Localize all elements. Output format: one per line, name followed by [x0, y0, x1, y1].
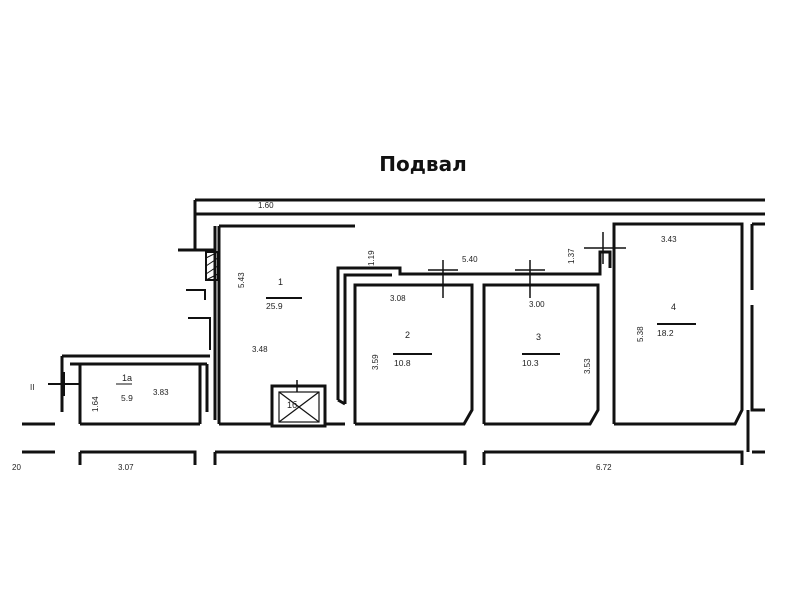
dim-672: 6.72: [596, 463, 612, 472]
dim-164: 1.64: [91, 396, 100, 412]
dim-343: 3.43: [661, 235, 677, 244]
room-3-number: 3: [536, 332, 541, 342]
room-2: [353, 283, 474, 426]
dim-543: 5.43: [237, 272, 246, 288]
dim-307: 3.07: [118, 463, 134, 472]
dim-20: 20: [12, 463, 21, 472]
room-4: [612, 222, 765, 426]
outer-walls: [178, 198, 765, 424]
door-2: [428, 260, 458, 298]
dim-383: 3.83: [153, 388, 169, 397]
dim-348: 3.48: [252, 345, 268, 354]
door-4: [584, 232, 626, 264]
room-1: [219, 398, 346, 426]
dim-353: 3.53: [583, 358, 592, 374]
dim-540: 5.40: [462, 255, 478, 264]
door-3: [515, 260, 545, 298]
dim-359: 3.59: [371, 354, 380, 370]
door-1a: [48, 372, 80, 396]
room-4-number: 4: [671, 302, 676, 312]
room-1a-number: 1a: [122, 373, 132, 383]
hatch-detail: [186, 251, 219, 350]
dim-top-small: 1.60: [258, 201, 274, 210]
room-1-area: 25.9: [266, 301, 283, 311]
room-1a: [60, 354, 210, 426]
dim-538: 5.38: [636, 326, 645, 342]
bottom-walls: [22, 410, 765, 465]
dim-137: 1.37: [567, 248, 576, 264]
section-marker: II: [30, 383, 34, 392]
room-1-number: 1: [278, 277, 283, 287]
room-1a-area: 5.9: [121, 393, 133, 403]
dim-308: 3.08: [390, 294, 406, 303]
room-3-area: 10.3: [522, 358, 539, 368]
room-4-area: 18.2: [657, 328, 674, 338]
room-2-number: 2: [405, 330, 410, 340]
room-1b-number: 1б: [287, 400, 297, 410]
floor-title: Подвал: [379, 152, 467, 176]
dim-300: 3.00: [529, 300, 545, 309]
stairwell: [270, 380, 327, 428]
room-2-area: 10.8: [394, 358, 411, 368]
dim-119: 1.19: [367, 250, 376, 266]
room-3: [482, 283, 600, 426]
